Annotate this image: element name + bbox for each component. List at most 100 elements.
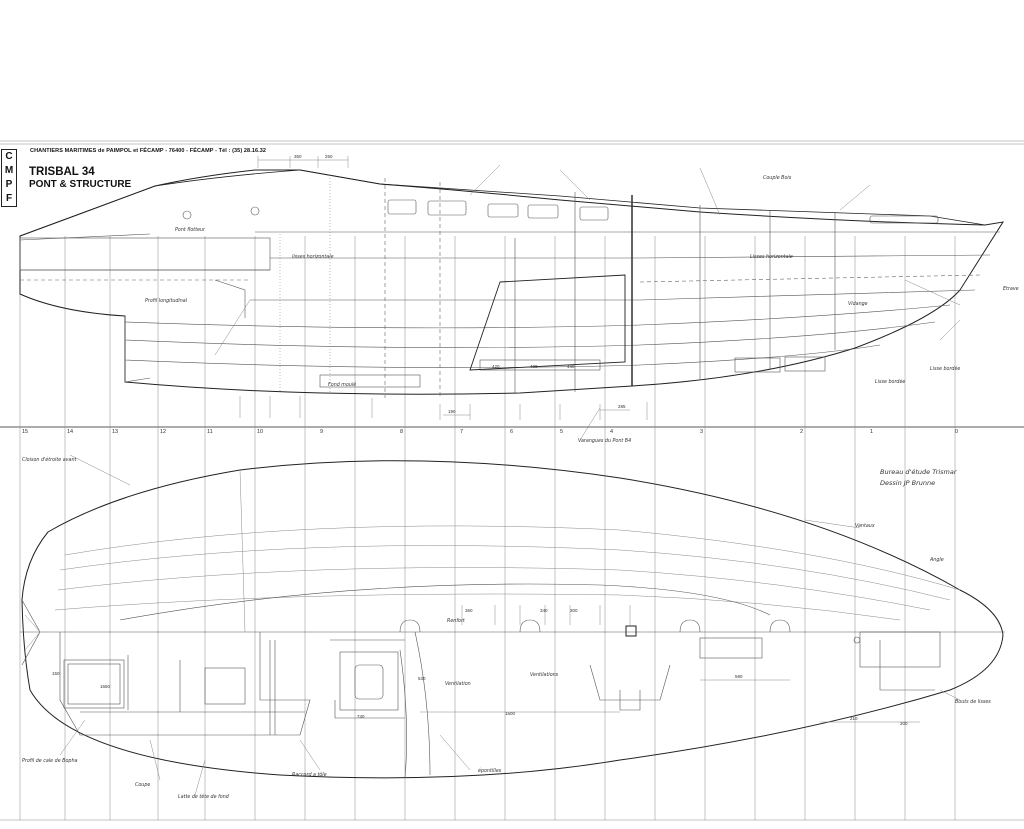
label-latte: Latte de tête de fond (178, 793, 230, 800)
cockpit-floor (59, 632, 311, 736)
company-logo: C M P F (1, 149, 17, 207)
hull-plan-outline (21, 460, 1004, 779)
label-lisse-bordee: Lisse bordée (875, 378, 905, 385)
hull-plan-view (20, 454, 1005, 796)
dim-360: 360 (465, 608, 473, 613)
profile-dimension-labels: 350 250 420 440 400 190 285 (294, 154, 626, 414)
dim-340: 340 (540, 608, 548, 613)
dim-200: 200 (900, 721, 908, 726)
label-coupe: Coupe (135, 782, 150, 788)
dim-150: 150 (52, 671, 60, 676)
stringer (124, 304, 951, 329)
window (869, 215, 939, 224)
sheet-frame (0, 140, 1024, 821)
station-number: 14 (67, 429, 73, 435)
label-profil-de-cale: Profil de cale de Bopha (22, 758, 77, 764)
label-bouts-de-lisses: Bouts de lisses (955, 699, 991, 705)
arch (399, 619, 421, 633)
label-angle: Angle (929, 557, 944, 563)
table-outline (339, 651, 399, 711)
window (427, 200, 467, 216)
logo-letter: M (4, 165, 14, 176)
station-number: 7 (460, 429, 463, 435)
label-epontilles: épontilles (478, 767, 502, 774)
label-profil-longitudinal: Profil longitudinal (145, 298, 188, 304)
window (487, 203, 519, 218)
station-number: 8 (400, 429, 403, 435)
plan-dimension-labels: 360 1500 590 340 300 200 210 1650 740 15… (52, 608, 908, 726)
station-number: 1 (870, 429, 873, 435)
stringer (124, 321, 936, 348)
label-pont-flotteur: Pont flotteur (175, 227, 206, 233)
cockpit-box (19, 237, 271, 271)
label-lisses-horizontale: lisses horizontale (292, 254, 334, 260)
window (579, 206, 609, 221)
arch (769, 619, 791, 633)
dim-190: 190 (448, 409, 456, 414)
logo-letter: C (5, 151, 13, 162)
label-couple-bois: Couple Bois (763, 175, 792, 181)
label-fond-moule: Fond moulé (328, 381, 356, 388)
boat-name: TRISBAL 34 (29, 166, 95, 178)
deckhouse-roof (299, 169, 986, 226)
porthole-icon (182, 210, 192, 220)
logo-letter: F (5, 193, 13, 204)
window (387, 199, 417, 215)
station-number: 4 (610, 429, 613, 435)
cockpit-seat-box (63, 659, 125, 709)
deck-sheer-line (19, 169, 301, 237)
hatch-icon (853, 636, 861, 644)
station-number: 2 (800, 429, 803, 435)
label-ventilation: Ventilation (445, 681, 471, 687)
dim-420: 420 (492, 364, 500, 369)
plan-labels: Cloison d'étroite avant Renfort Vantaux … (22, 456, 991, 800)
dim-285: 285 (618, 404, 626, 409)
station-number: 13 (112, 429, 118, 435)
dim-590: 590 (735, 674, 743, 679)
drawn-by: Dessin JP Brunne (880, 479, 936, 487)
label-etrave: Etrave (1003, 286, 1019, 292)
dim-740: 740 (357, 714, 365, 719)
label-lisse-bordee-2: Lisse bordée (930, 365, 960, 372)
mast-step (625, 625, 637, 637)
designer-block: Bureau d'étude Trismar Dessin JP Brunne (880, 467, 957, 489)
station-number: 5 (560, 429, 563, 435)
station-number: 6 (510, 429, 513, 435)
rudder (124, 316, 151, 383)
profile-labels: Pont flotteur lisses horizontale Lisses … (145, 175, 1019, 444)
arch (519, 619, 541, 633)
arch (679, 619, 701, 633)
station-number: 12 (160, 429, 166, 435)
dim-350: 350 (294, 154, 302, 159)
top-dimension-strip (257, 156, 349, 168)
station-number: 3 (700, 429, 703, 435)
plan-dimension-ticks (420, 605, 920, 723)
stringer (124, 344, 881, 368)
station-grid (19, 236, 956, 820)
station-numbers: 15 14 13 12 11 10 9 8 7 6 5 4 3 2 1 0 (22, 429, 958, 435)
label-ventilations: Ventilations (530, 672, 559, 678)
keel-fin (469, 274, 626, 371)
dim-300: 300 (570, 608, 578, 613)
label-cloison-avant: Cloison d'étroite avant (22, 456, 77, 463)
shipyard-header: CHANTIERS MARITIMES de PAIMPOL et FÉCAMP… (30, 148, 267, 154)
porthole-icon (250, 206, 260, 216)
window (527, 204, 559, 219)
label-raccord: Raccord a tôle (292, 771, 327, 778)
label-vantaux: Vantaux (855, 523, 875, 529)
label-vidange: Vidange (848, 301, 868, 307)
dim-1500: 1500 (505, 711, 516, 716)
station-number: 15 (22, 429, 28, 435)
profile-dimension-ticks (239, 396, 648, 420)
hull-profile-view (19, 156, 1005, 441)
station-number: 10 (257, 429, 263, 435)
dim-530: 530 (418, 676, 426, 681)
dim-210: 210 (850, 716, 858, 721)
label-renfort: Renfort (447, 618, 466, 624)
logo-letter: P (5, 179, 13, 190)
dim-1650: 1650 (100, 684, 111, 689)
station-number: 0 (955, 429, 958, 435)
label-lisses-horizontale-2: Lisses horizontale (750, 254, 793, 260)
dim-440: 440 (567, 364, 575, 369)
